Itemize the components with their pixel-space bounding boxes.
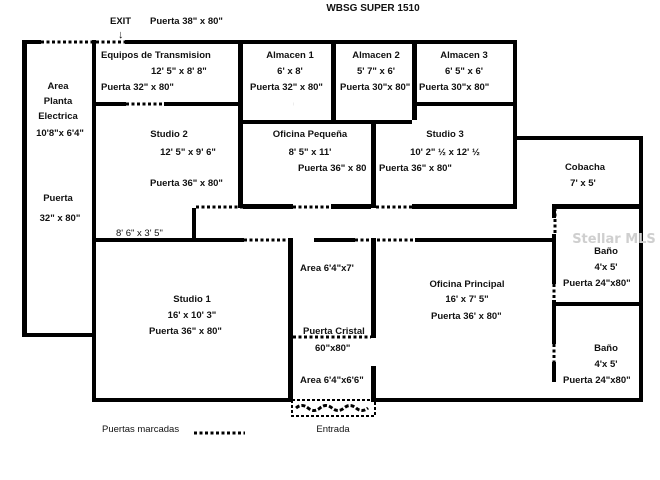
studio2-size: 12' 5" x 9' 6" <box>160 147 216 158</box>
wall-area-bottom <box>22 333 96 337</box>
oficina-pequena-door-size: Puerta 36" x 80 <box>298 163 366 174</box>
wall-studio1-top-a <box>96 238 244 242</box>
almacen3-door-size: Puerta 30"x 80" <box>419 82 489 93</box>
area-planta-door-size: 32" x 80" <box>40 213 81 224</box>
wall-oficina-bottom-a <box>243 204 293 209</box>
puerta-cristal-name: Puerta Cristal <box>303 326 365 337</box>
wall-equipos-bottom-a <box>96 102 126 106</box>
area-planta-door-label: Puerta <box>43 193 73 204</box>
watermark: Stellar MLS <box>572 232 656 247</box>
area-planta-line1: Area <box>47 81 69 92</box>
doors <box>41 40 557 362</box>
wall-right-outer <box>639 136 643 402</box>
wall-almacen1-bottom <box>243 120 336 124</box>
wall-bano-left-a <box>552 234 556 284</box>
wall-bottom-left <box>92 398 292 402</box>
almacen1-door-size: Puerta 32" x 80" <box>250 82 323 93</box>
puerta-cristal-size: 60"x80" <box>315 343 350 354</box>
studio1-size: 16' x 10' 3" <box>168 310 217 321</box>
almacen2-door-size: Puerta 30"x 80" <box>340 82 410 93</box>
area-planta-line2: Planta <box>44 96 73 107</box>
almacen2-size: 5' 7" x 6' <box>357 66 395 77</box>
entrance-hatch <box>291 399 376 417</box>
bano2-name: Baño <box>594 343 618 354</box>
walls <box>22 40 643 402</box>
legend-label: Puertas marcadas <box>102 424 179 435</box>
bano2-door-size: Puerta 24"x80" <box>563 375 631 386</box>
wall-bano-left-c <box>552 362 556 382</box>
cobacha-name: Cobacha <box>565 162 606 173</box>
oficina-principal-door-size: Puerta 36' x 80" <box>431 311 502 322</box>
area-bottom-size: Area 6'4"x6'6" <box>300 375 364 386</box>
bano1-door-size: Puerta 24"x80" <box>563 278 631 289</box>
plan-title: WBSG SUPER 1510 <box>326 3 420 14</box>
wall-studio3-bottom <box>412 204 517 209</box>
oficina-pequena-name: Oficina Pequeña <box>273 129 348 140</box>
wall-oficina-principal-top <box>415 238 556 242</box>
wall-top-left <box>22 40 41 44</box>
studio3-size: 10' 2" ½ x 12' ½ <box>410 147 480 158</box>
studio3-name: Studio 3 <box>426 129 463 140</box>
equipos-size: 12' 5" x 8' 8" <box>151 66 207 77</box>
oficina-principal-size: 16' x 7' 5" <box>445 294 488 305</box>
equipos-name: Equipos de Transmision <box>101 50 211 61</box>
wall-oficina-studio3 <box>371 120 376 208</box>
wall-almacen3-right <box>513 40 517 138</box>
exit-label: EXIT <box>110 16 131 27</box>
wall-hall-step <box>192 208 196 240</box>
wall-top <box>125 40 517 44</box>
wall-hall-mid <box>314 238 355 242</box>
oficina-pequena-size: 8' 5" x 11' <box>289 147 332 158</box>
exit-arrow: ↓ <box>118 29 124 41</box>
bano1-size: 4'x 5' <box>594 262 617 273</box>
cobacha-size: 7' x 5' <box>570 178 596 189</box>
area-top-size: Area 6'4"x7' <box>300 263 354 274</box>
wall-left-outer <box>22 40 27 337</box>
wall-bano-divider <box>556 302 643 306</box>
almacen2-name: Almacen 2 <box>352 50 400 61</box>
almacen1-size: 6' x 8' <box>277 66 303 77</box>
almacen3-name: Almacen 3 <box>440 50 488 61</box>
oficina-principal-name: Oficina Principal <box>430 279 505 290</box>
pasillo-size: 8' 6" x 3' 5" <box>116 228 163 239</box>
studio1-door-size: Puerta 36" x 80" <box>149 326 222 337</box>
wall-bano-left-b <box>552 300 556 344</box>
studio3-door-size: Puerta 36" x 80" <box>379 163 452 174</box>
wall-oficina-bottom-b <box>331 204 371 209</box>
wall-cobacha-bottom <box>552 204 643 209</box>
wall-cobacha-top <box>513 136 643 140</box>
wall-studio3-cobacha <box>513 136 517 208</box>
entrance-label: Entrada <box>316 424 350 435</box>
studio2-name: Studio 2 <box>150 129 187 140</box>
studio1-name: Studio 1 <box>173 294 211 305</box>
almacen1-name: Almacen 1 <box>266 50 314 61</box>
wall-equipos-bottom-b <box>164 102 243 106</box>
wall-almacen1-almacen2 <box>331 40 336 120</box>
wall-corridor-right-b <box>371 366 376 402</box>
bano1-name: Baño <box>594 246 618 257</box>
bano2-size: 4'x 5' <box>594 359 617 370</box>
area-planta-size: 10'8"x 6'4" <box>36 128 84 139</box>
wall-bottom-right <box>375 398 643 402</box>
studio2-door-size: Puerta 36" x 80" <box>150 178 223 189</box>
wall-studio1-right <box>288 238 293 402</box>
equipos-door-size: Puerta 32" x 80" <box>101 82 174 93</box>
wall-almacen2-bottom <box>336 120 412 124</box>
wall-corridor-right-a <box>371 238 376 338</box>
wall-area-right <box>92 40 96 402</box>
wall-almacen3-bottom <box>417 102 517 106</box>
wall-almacen2-almacen3 <box>412 40 417 120</box>
exit-door-size: Puerta 38" x 80" <box>150 16 223 27</box>
wall-equipos-almacen1 <box>238 40 243 208</box>
almacen3-size: 6' 5" x 6' <box>445 66 483 77</box>
area-planta-line3: Electrica <box>38 111 78 122</box>
labels: WBSG SUPER 1510 EXIT ↓ Puerta 38" x 80" … <box>36 3 631 435</box>
